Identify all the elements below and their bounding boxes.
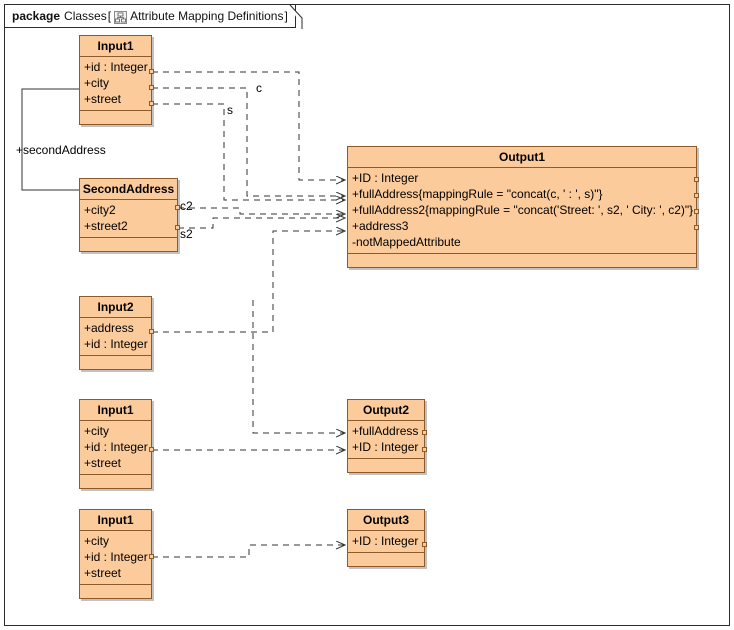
attribute-compartment: +fullAddress +ID : Integer: [348, 421, 424, 459]
port-marker: [694, 177, 699, 182]
attribute-row: +address3: [352, 219, 409, 233]
package-name: Classes: [64, 9, 107, 23]
class-output1[interactable]: Output1 +ID : Integer +fullAddress{mappi…: [347, 146, 697, 268]
package-keyword: package: [12, 9, 61, 23]
connector-label-s: s: [227, 103, 233, 117]
class-output3[interactable]: Output3 +ID : Integer: [347, 509, 425, 567]
attribute-row: +fullAddress: [352, 424, 419, 438]
package-diagram-name: Attribute Mapping Definitions: [130, 9, 284, 23]
operation-compartment: [348, 459, 424, 472]
class-name: Output3: [348, 510, 424, 531]
operation-compartment: [348, 254, 696, 267]
connector-label-s2: s2: [180, 227, 193, 241]
attribute-row: -notMappedAttribute: [352, 235, 461, 249]
port-marker: [149, 69, 154, 74]
operation-compartment: [348, 553, 424, 566]
port-marker: [422, 542, 427, 547]
package-tab-corner: [289, 4, 303, 29]
class-name: Input1: [80, 36, 151, 57]
dep-street-to-fullAddress: [152, 103, 345, 200]
package-frame: [4, 4, 730, 626]
attribute-row: +street2: [84, 219, 128, 233]
class-name: Input2: [80, 297, 151, 318]
port-marker: [422, 430, 427, 435]
attribute-compartment: +city2 +street2: [80, 200, 177, 238]
dep-address-to-address3: [152, 231, 345, 333]
attribute-row: +city: [84, 424, 110, 438]
operation-compartment: [80, 111, 151, 124]
dep-city2-to-fullAddress2: [178, 207, 345, 214]
class-input1-c[interactable]: Input1 +city +id : Integer +street: [79, 509, 152, 599]
connector-label-c: c: [256, 81, 262, 95]
class-input1-b[interactable]: Input1 +city +id : Integer +street: [79, 399, 152, 489]
attribute-compartment: +city +id : Integer +street: [80, 421, 151, 475]
bracket-close: ]: [284, 9, 288, 23]
attribute-row: +id : Integer: [84, 337, 148, 351]
attribute-row: +street: [84, 566, 122, 580]
port-marker: [422, 447, 427, 452]
class-name: Output2: [348, 400, 424, 421]
attribute-row: +id : Integer: [84, 440, 148, 454]
attribute-row: +id : Integer: [84, 60, 148, 74]
attribute-compartment: +ID : Integer +fullAddress{mappingRule =…: [348, 168, 696, 254]
port-marker: [175, 205, 180, 210]
attribute-row: +address: [84, 321, 134, 335]
attribute-row: +id : Integer: [84, 550, 148, 564]
attribute-row: +ID : Integer: [352, 534, 419, 548]
class-diagram-icon: [114, 10, 128, 24]
attribute-compartment: +ID : Integer: [348, 531, 424, 553]
attribute-row: +city2: [84, 203, 116, 217]
attribute-compartment: +address +id : Integer: [80, 318, 151, 356]
class-input1-a[interactable]: Input1 +id : Integer +city +street: [79, 35, 152, 125]
class-output2[interactable]: Output2 +fullAddress +ID : Integer: [347, 399, 425, 473]
attribute-compartment: +city +id : Integer +street: [80, 531, 151, 585]
connector-label-c2: c2: [180, 199, 193, 213]
port-marker: [149, 101, 154, 106]
attribute-row: +ID : Integer: [352, 171, 419, 185]
package-header-tab[interactable]: package Classes [ Attribute Mapping Defi…: [4, 4, 296, 28]
operation-compartment: [80, 356, 151, 369]
dep-branch-to-output2-fullAddress: [252, 300, 345, 433]
port-marker: [149, 554, 154, 559]
dep-id-to-ID: [152, 71, 345, 180]
attribute-row: +city: [84, 76, 110, 90]
attribute-row: +street: [84, 92, 122, 106]
dep-id-to-output3-ID: [152, 545, 345, 558]
class-second-address[interactable]: SecondAddress +city2 +street2: [79, 178, 178, 252]
port-marker: [149, 85, 154, 90]
class-name: Output1: [348, 147, 696, 168]
port-marker: [175, 225, 180, 230]
class-name: Input1: [80, 400, 151, 421]
dep-street2-to-fullAddress2: [178, 218, 345, 229]
port-marker: [694, 193, 699, 198]
class-input2[interactable]: Input2 +address +id : Integer: [79, 296, 152, 370]
dep-city-to-fullAddress: [152, 87, 345, 196]
operation-compartment: [80, 238, 177, 251]
port-marker: [149, 329, 154, 334]
port-marker: [149, 447, 154, 452]
association-role-second-address: +secondAddress: [16, 143, 106, 157]
port-marker: [694, 209, 699, 214]
operation-compartment: [80, 475, 151, 488]
association-second-address: [21, 88, 79, 191]
class-name: SecondAddress: [80, 179, 177, 200]
attribute-row: +fullAddress{mappingRule = "concat(c, ' …: [352, 187, 603, 201]
class-name: Input1: [80, 510, 151, 531]
attribute-row: +ID : Integer: [352, 440, 419, 454]
bracket-open: [: [107, 9, 112, 23]
attribute-row: +fullAddress2{mappingRule = "concat('Str…: [352, 203, 694, 217]
attribute-row: +city: [84, 534, 110, 548]
attribute-row: +street: [84, 456, 122, 470]
port-marker: [694, 225, 699, 230]
operation-compartment: [80, 585, 151, 598]
attribute-compartment: +id : Integer +city +street: [80, 57, 151, 111]
